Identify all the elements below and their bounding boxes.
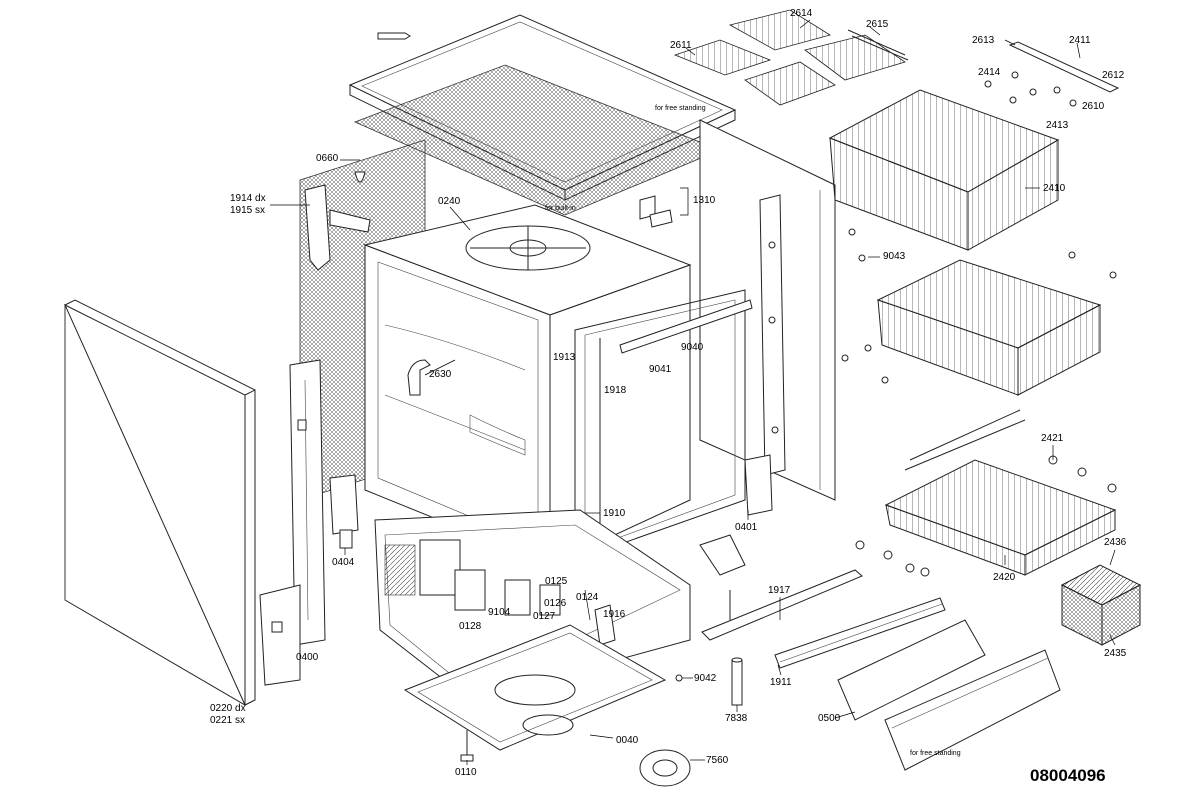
part-label-2410: 2410	[1043, 183, 1066, 194]
part-label-2612: 2612	[1102, 70, 1125, 81]
part-label-1918: 1918	[604, 385, 627, 396]
lower-basket	[884, 409, 1117, 576]
plinth-panel	[837, 619, 1061, 771]
front-door-panel	[63, 299, 256, 706]
part-label-9104: 9104	[488, 607, 511, 618]
part-label-1911: 1911	[770, 677, 792, 688]
part-label-0220: 0220 dx	[210, 703, 246, 714]
middle-basket	[876, 259, 1102, 396]
part-label-0128: 0128	[459, 621, 482, 632]
part-label-0127: 0127	[533, 611, 556, 622]
part-label-2421: 2421	[1041, 433, 1064, 444]
part-label-2435: 2435	[1104, 648, 1127, 659]
part-label-1913: 1913	[553, 352, 576, 363]
cutlery-basket	[1060, 564, 1142, 646]
tub-cabinet	[363, 204, 692, 566]
part-label-0110: 0110	[455, 767, 477, 778]
side-rail	[744, 194, 786, 516]
part-label-2614: 2614	[790, 8, 813, 19]
part-label-2436: 2436	[1104, 537, 1127, 548]
upper-basket	[828, 89, 1060, 251]
door-seal-frame	[574, 289, 753, 561]
part-label-1310: 1310	[693, 195, 716, 206]
part-label-0660: 0660	[316, 153, 339, 164]
plinth-strip	[701, 569, 863, 641]
part-label-0401: 0401	[735, 522, 758, 533]
part-label-1914: 1914 dx	[230, 193, 266, 204]
note-free-standing-top: for free standing	[655, 105, 706, 112]
part-label-2613: 2613	[972, 35, 995, 46]
drawing-number: 08004096	[1030, 766, 1106, 785]
basket-rail	[1008, 41, 1120, 93]
part-label-7560: 7560	[706, 755, 729, 766]
control-module	[329, 474, 359, 549]
part-label-2611: 2611	[670, 40, 692, 51]
part-label-9042: 9042	[694, 673, 717, 684]
leader-lines	[270, 19, 1116, 765]
part-label-0125: 0125	[545, 576, 568, 587]
part-label-2413: 2413	[1046, 120, 1069, 131]
part-label-1910: 1910	[603, 508, 626, 519]
part-label-1916: 1916	[603, 609, 626, 620]
part-label-9041: 9041	[649, 364, 672, 375]
base-tray	[403, 624, 667, 751]
plinth-rail	[774, 597, 946, 669]
part-label-1915: 1915 sx	[230, 205, 266, 216]
fixing-bracket-set	[639, 187, 689, 228]
part-label-2610: 2610	[1082, 101, 1105, 112]
part-label-1917: 1917	[768, 585, 791, 596]
part-label-0400: 0400	[296, 652, 319, 663]
part-label-0240: 0240	[438, 196, 461, 207]
part-label-2411: 2411	[1069, 35, 1091, 46]
top-mounting-bracket	[304, 184, 371, 271]
part-label-7838: 7838	[725, 713, 748, 724]
part-label-2630: 2630	[429, 369, 452, 380]
part-label-2414: 2414	[978, 67, 1001, 78]
part-label-9043: 9043	[883, 251, 906, 262]
door-side-bracket	[259, 359, 326, 686]
circulation-pump	[639, 749, 691, 787]
foot-pin	[731, 657, 743, 706]
part-label-2420: 2420	[993, 572, 1016, 583]
note-built-in: for built-in	[545, 205, 576, 212]
small-fasteners	[377, 32, 1117, 577]
note-free-standing-bottom: for free standing	[910, 750, 961, 757]
rack-inserts	[673, 9, 909, 106]
part-label-0221: 0221 sx	[210, 715, 246, 726]
part-label-0404: 0404	[332, 557, 355, 568]
part-label-0126: 0126	[544, 598, 567, 609]
adjustable-foot	[460, 730, 474, 762]
part-label-2615: 2615	[866, 19, 889, 30]
part-label-0500: 0500	[818, 713, 841, 724]
part-label-0040: 0040	[616, 735, 639, 746]
part-label-9040: 9040	[681, 342, 704, 353]
screw-set	[675, 534, 746, 682]
part-label-0124: 0124	[576, 592, 599, 603]
